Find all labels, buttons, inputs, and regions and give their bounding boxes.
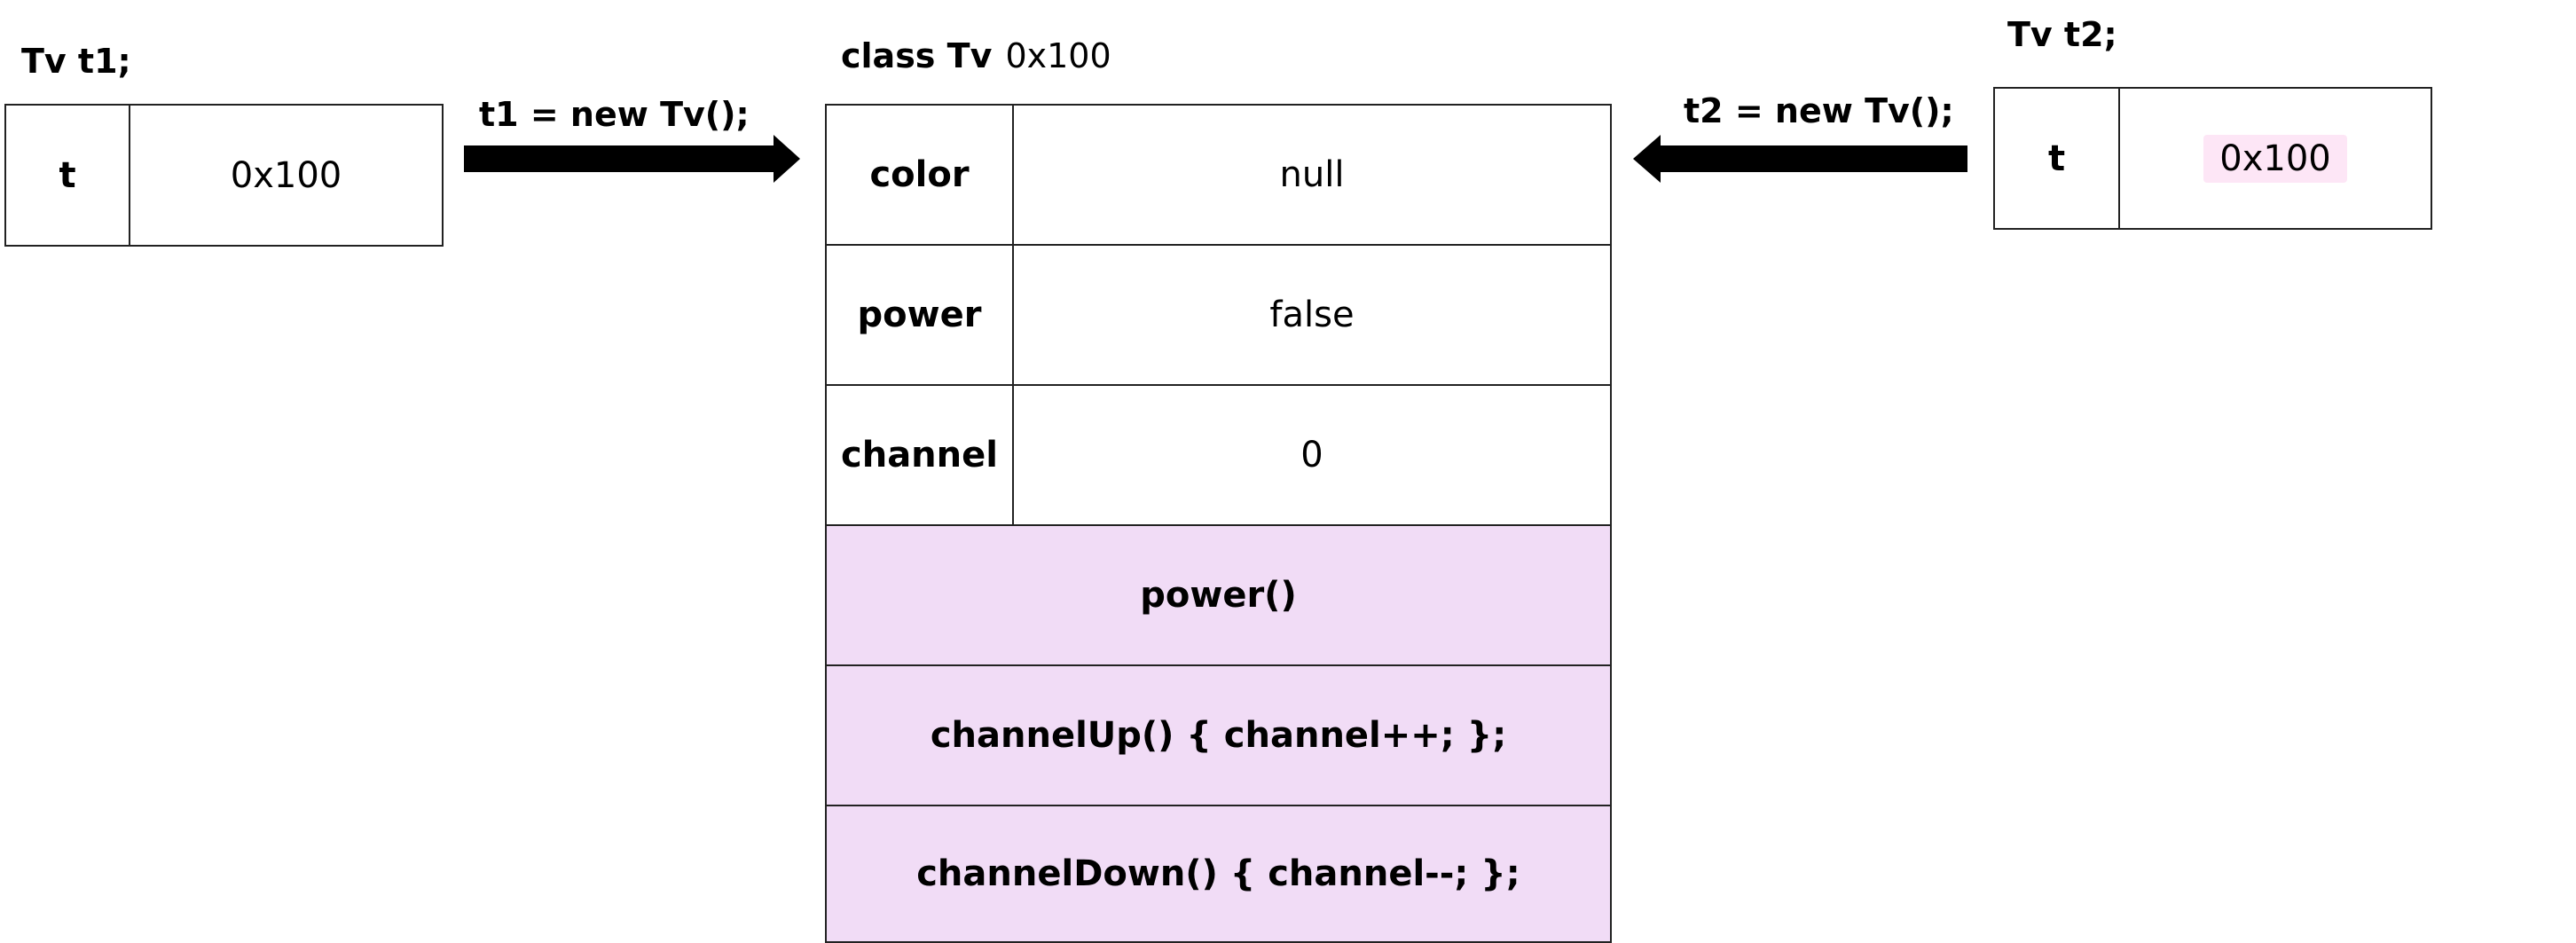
t1-value-cell: 0x100 [129, 104, 444, 247]
method-power: power() [825, 524, 1612, 666]
t1-value: 0x100 [230, 154, 342, 196]
t1-declaration: Tv t1; [21, 42, 131, 81]
t1-name: t [59, 154, 76, 196]
object-header: class Tv 0x100 [841, 39, 1111, 73]
object-address: 0x100 [1005, 36, 1111, 75]
t2-assignment: t2 = new Tv(); [1684, 91, 1954, 130]
t2-value: 0x100 [2203, 134, 2347, 183]
object-class-title: class Tv [841, 36, 993, 75]
t1-reference-arrow [464, 135, 800, 183]
method-channel-up: channelUp() { channel++; }; [825, 664, 1612, 806]
method-channel-down: channelDown() { channel--; }; [825, 805, 1612, 943]
t1-assignment: t1 = new Tv(); [479, 95, 750, 134]
t2-name: t [2047, 138, 2066, 179]
t2-declaration: Tv t2; [2007, 15, 2117, 54]
t2-reference-arrow [1633, 135, 1967, 183]
t2-value-cell: 0x100 [2118, 87, 2432, 230]
